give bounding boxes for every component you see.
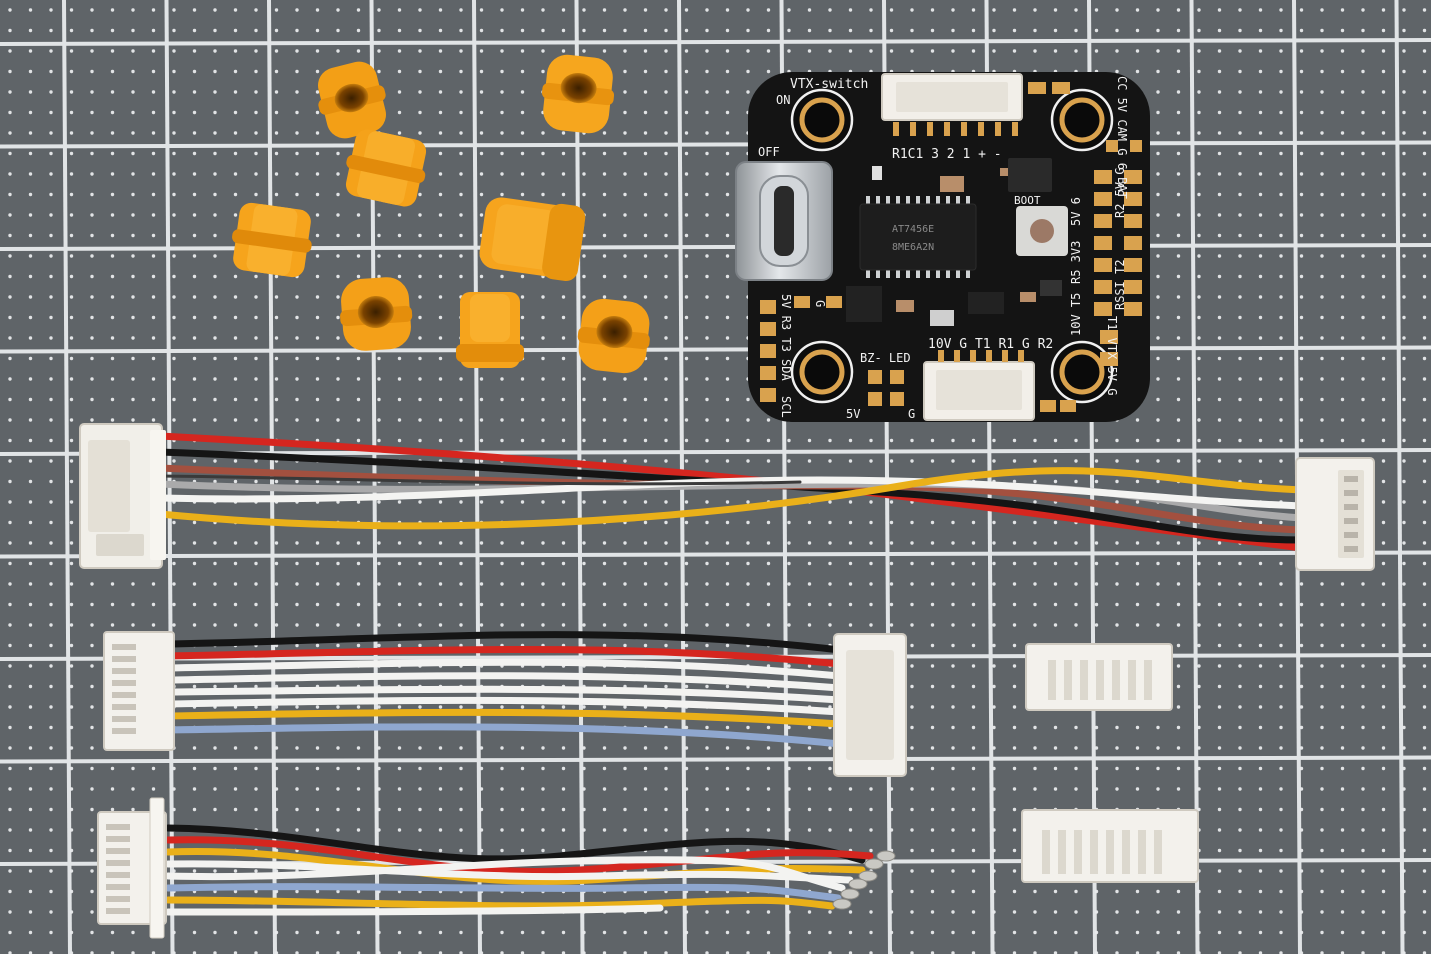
middle-flat-cable	[164, 631, 844, 748]
vtx-connector	[881, 73, 1023, 136]
label-mid-column-3: 10V T5	[1069, 293, 1083, 336]
grommet	[232, 202, 312, 278]
label-bottom-row: 10V G T1 R1 G R2	[928, 337, 1053, 352]
grommet	[318, 61, 386, 139]
bottom-connector	[923, 350, 1035, 421]
tinned-wire-ends	[832, 850, 896, 910]
label-header-row: R1C1 3 2 1 + -	[892, 147, 1002, 162]
grid-line-vertical	[574, 0, 585, 954]
long-twisted-cable	[156, 432, 1306, 552]
label-bottom-g: G	[908, 407, 915, 421]
label-bz-led: BZ- LED	[860, 351, 911, 365]
grommet	[541, 54, 615, 134]
usb-c-port	[735, 161, 833, 281]
chip-marking-2: 8ME6A2N	[892, 242, 934, 253]
grid-line-horizontal	[0, 345, 1431, 354]
middle-cable-right-connector	[833, 633, 907, 777]
grid-line-vertical	[1189, 0, 1200, 954]
label-mid-column-2: R5 3V3	[1069, 241, 1083, 284]
label-boot: BOOT	[1014, 194, 1041, 207]
label-right-column-4: T1 VTX 5V G	[1105, 316, 1119, 395]
long-cable-left-connector	[79, 423, 166, 569]
grommet	[340, 277, 413, 351]
grommet	[577, 298, 650, 374]
label-left-column: 5V R3 T3 SDA	[779, 294, 793, 381]
loose-connector-housing	[1025, 643, 1173, 711]
chip-marking-1: AT7456E	[892, 224, 934, 235]
label-right-column: CC 5V CAM G 6 BAT	[1115, 76, 1129, 199]
label-off: OFF	[758, 145, 780, 159]
label-on: ON	[776, 93, 790, 107]
label-right-column-2: R2 5V G	[1113, 167, 1127, 218]
label-bottom-5v: 5V	[846, 407, 860, 421]
grommet	[479, 197, 586, 282]
grid-line-horizontal	[0, 755, 1431, 764]
long-cable-right-connector	[1295, 457, 1375, 571]
label-left-g: G	[813, 300, 827, 307]
solder-pads	[760, 82, 1142, 412]
bottom-cable-tinned	[164, 824, 874, 916]
smd-components	[846, 158, 1062, 326]
label-vtx-switch: VTX-switch	[790, 77, 868, 92]
label-mid-column-1: 5V 6	[1069, 197, 1083, 226]
grid-line-horizontal	[0, 550, 1431, 559]
grid-line-vertical	[62, 0, 72, 954]
osd-chip	[859, 196, 977, 278]
loose-connector-housing	[1021, 809, 1199, 883]
grommet	[456, 292, 524, 368]
flight-controller-board: VTX-switch ON OFF R1C1 3 2 1 + - BOOT AT…	[735, 72, 1150, 422]
boot-button	[1016, 206, 1068, 256]
label-right-column-3: RSSI T2	[1113, 259, 1127, 310]
label-left-scl: SCL	[779, 396, 793, 418]
bottom-cable-left-connector	[97, 797, 167, 939]
rubber-grommets	[232, 54, 650, 374]
grommet	[345, 129, 427, 207]
grid-line-horizontal	[0, 38, 1431, 46]
grid-line-horizontal	[0, 140, 1431, 149]
grid-line-vertical	[1394, 0, 1405, 954]
middle-cable-left-connector	[103, 631, 175, 751]
